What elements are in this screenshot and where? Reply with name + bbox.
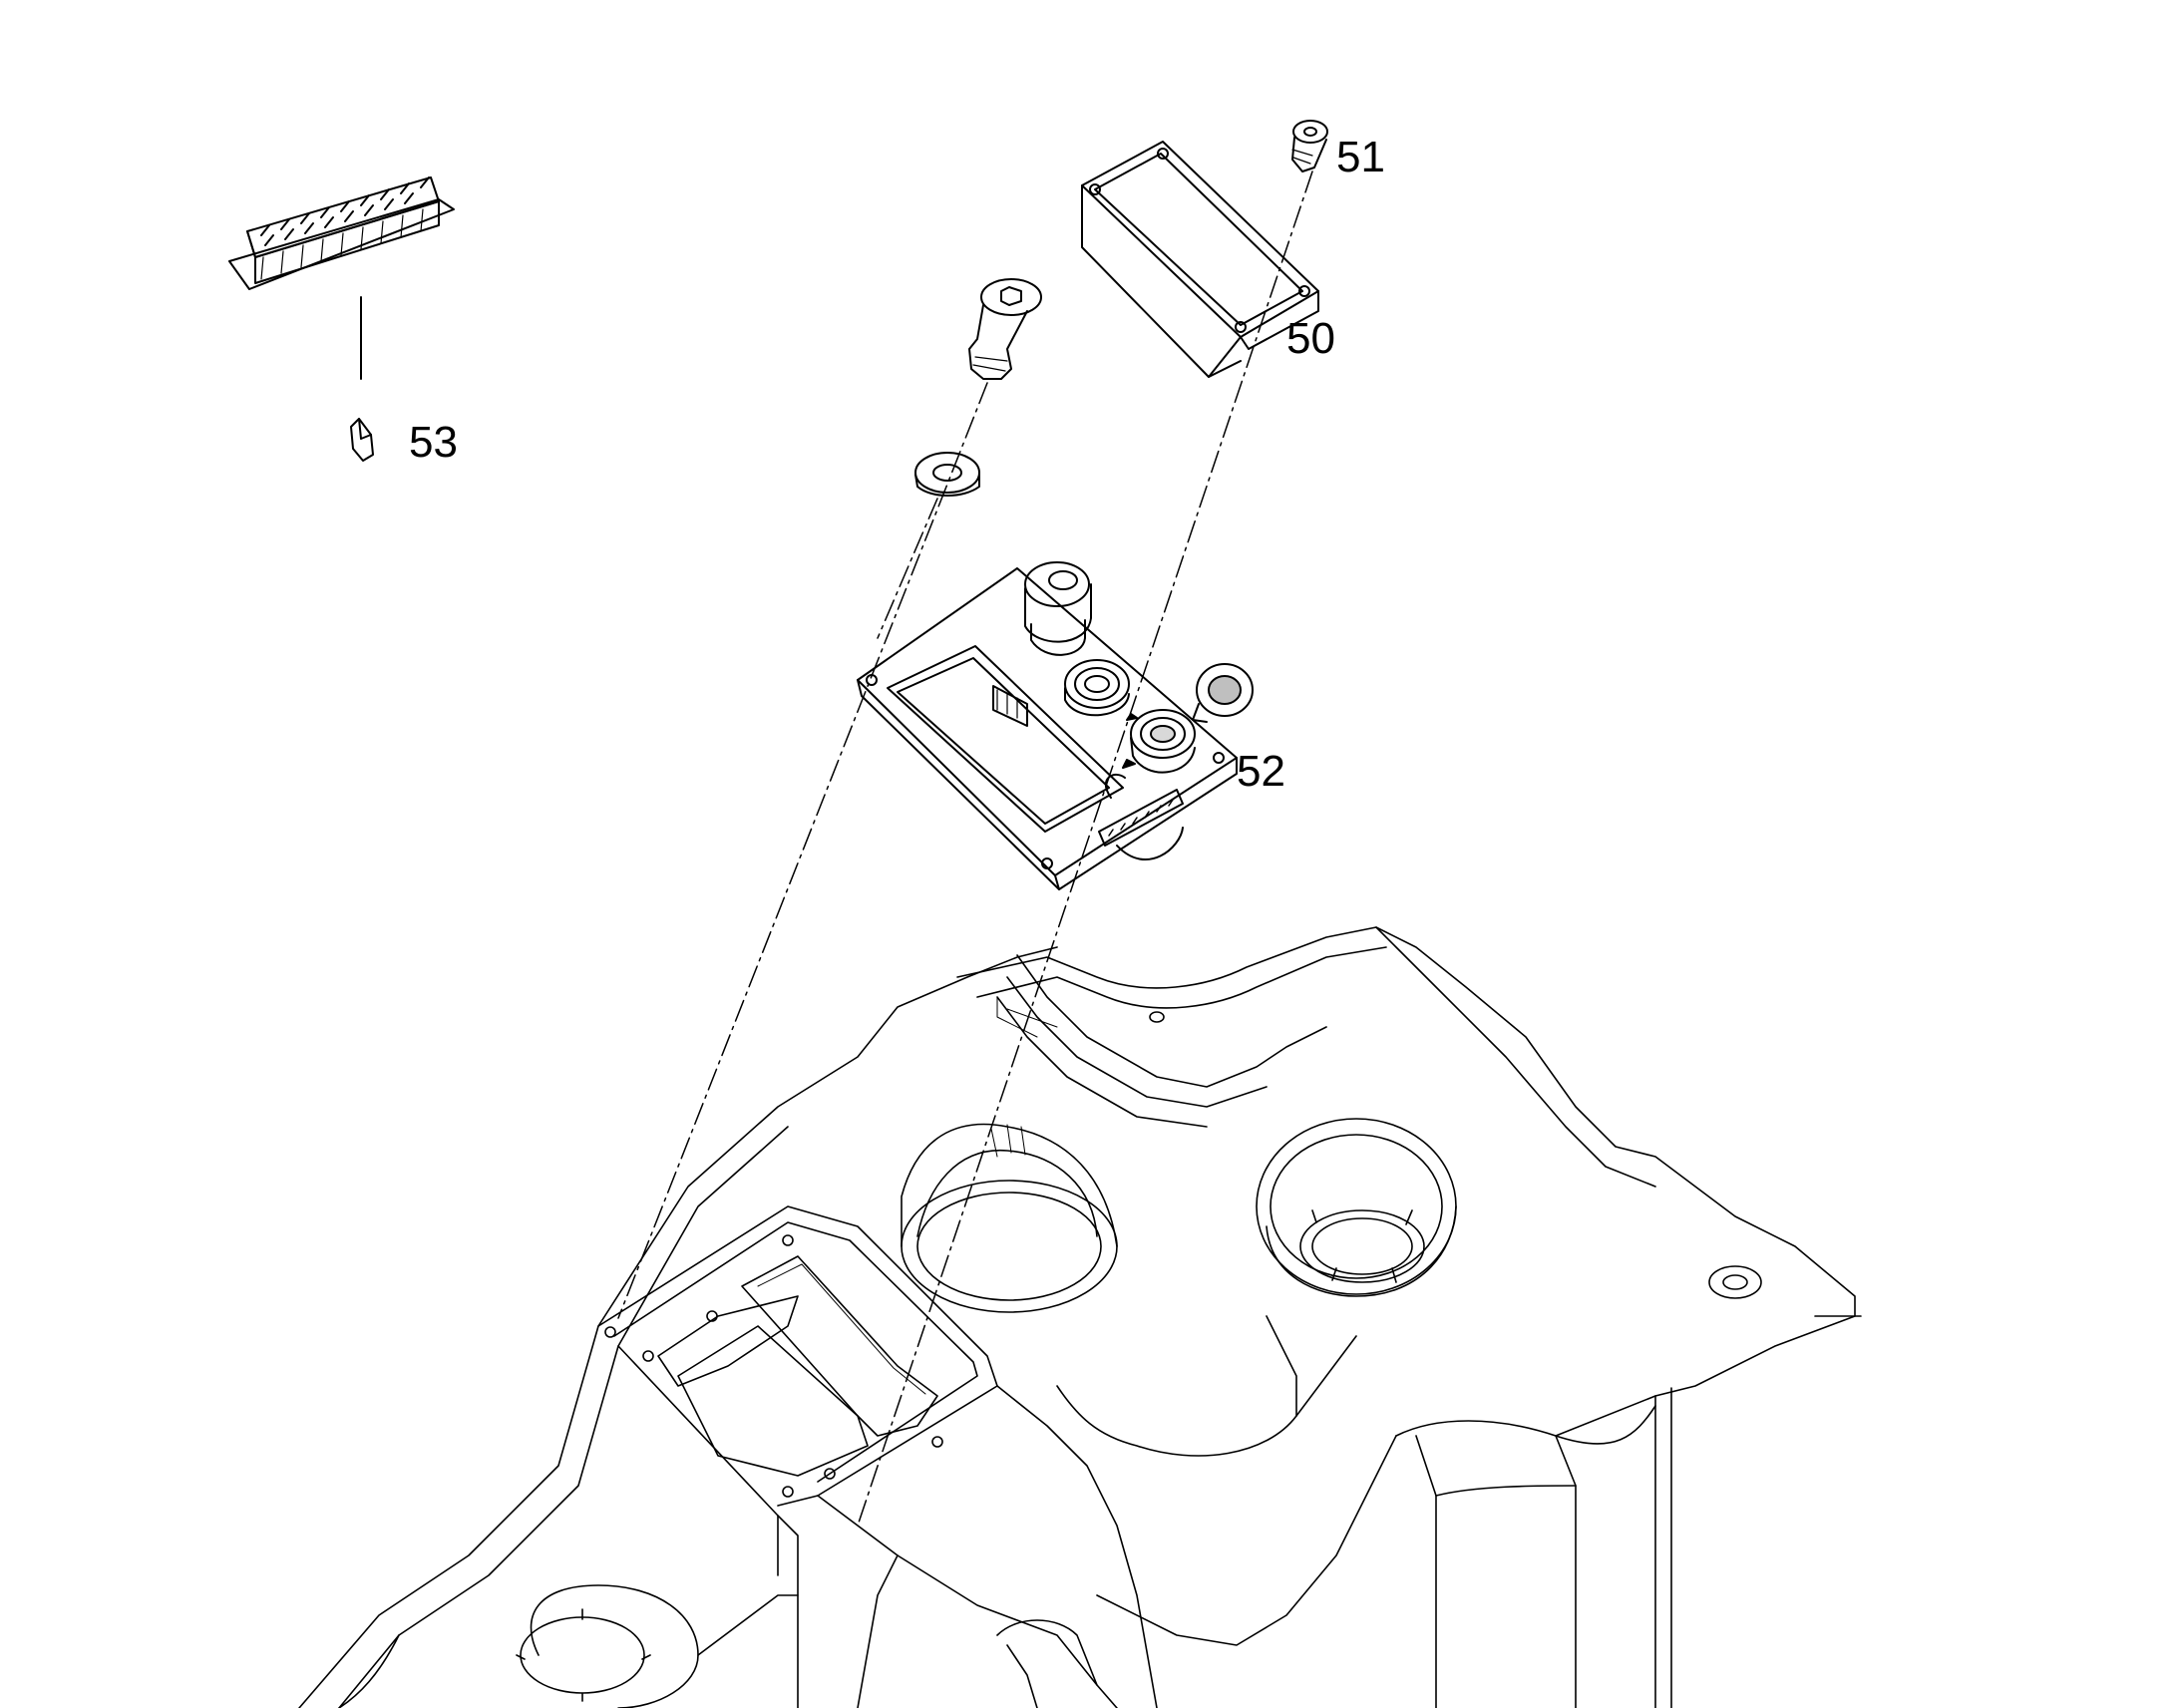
- part-51-screw: [1291, 120, 1328, 172]
- assembly-centerlines: [617, 171, 1313, 1527]
- part-53-symbol-icon: [350, 418, 374, 462]
- bolt-and-washer: [914, 278, 1042, 497]
- part-52-switch-panel: [857, 561, 1254, 890]
- callout-label-50: 50: [1286, 314, 1335, 363]
- callout-label-53: 53: [409, 418, 458, 467]
- callout-label-52: 52: [1237, 747, 1285, 796]
- part-50-box: [1081, 141, 1319, 378]
- part-53-connector: [228, 176, 455, 380]
- callout-label-51: 51: [1336, 133, 1385, 181]
- console-body: [298, 926, 1862, 1708]
